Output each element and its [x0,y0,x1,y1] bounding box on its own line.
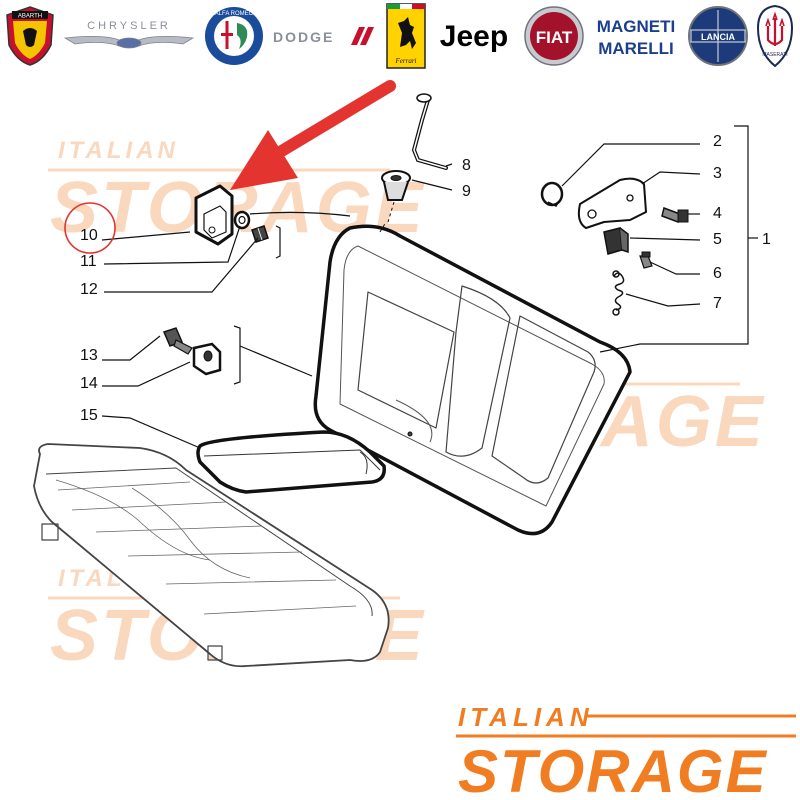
abarth-logo: ABARTH [2,0,58,72]
callout-8: 8 [462,157,471,174]
part-12-screw [251,225,269,243]
alfa-romeo-logo: ALFA ROMEO [202,0,266,72]
part-10-bracket [194,184,234,246]
leader-lines [101,125,758,449]
part-10-highlight-circle [64,202,116,254]
part-8-rod [411,93,448,170]
part-15-armrest [196,430,386,494]
part-2-knob [540,181,564,207]
part-4-bolt [661,207,689,223]
fiat-logo: FIAT [522,0,586,72]
ferrari-logo: Ferrari [384,0,428,72]
brand-logo-strip: ABARTH CHRYSLER ALFA ROMEO DODGE [0,0,800,72]
part-5-clip [603,227,629,255]
alfa-romeo-label: ALFA ROMEO [215,11,254,17]
seat-cushion [33,443,390,668]
part-13-bolt [162,327,193,355]
chrysler-label: CHRYSLER [87,20,171,32]
jeep-label: Jeep [440,20,508,53]
part-11-washer [233,210,251,230]
callout-7: 7 [713,295,722,312]
abarth-label: ABARTH [18,14,42,20]
jeep-logo: Jeep [432,0,516,72]
callout-4: 4 [713,205,722,222]
maserati-label: MASERATI [762,52,787,58]
chrysler-logo: CHRYSLER [62,0,196,72]
seat-backrest [313,221,632,536]
red-pointer-arrow [230,80,396,190]
seat-exploded-diagram: ITALIAN STORAGE ITALIAN STORAGE ITALIAN … [33,80,796,800]
maserati-logo: MASERATI [752,0,798,72]
part-7-spring [612,270,625,316]
callout-9: 9 [462,183,471,200]
assembly-connector-lines [233,211,351,385]
part-14-bumper [192,342,222,376]
ferrari-label: Ferrari [395,57,417,65]
part-3-lever [577,177,647,229]
callout-6: 6 [713,265,722,282]
callout-14: 14 [80,375,98,392]
lancia-label: LANCIA [701,32,735,42]
callout-13: 13 [80,347,98,364]
marelli-label: MARELLI [598,39,674,58]
callout-12: 12 [80,281,98,298]
magneti-label: MAGNETI [597,17,675,36]
callout-2: 2 [713,133,722,150]
callout-10: 10 [80,227,98,244]
magneti-marelli-logo: MAGNETI MARELLI [590,0,682,72]
callout-1: 1 [762,231,771,248]
italian-storage-logo: ITALIAN STORAGE [456,702,796,800]
italian-storage-line2: STORAGE [458,738,768,800]
svg-text:ITALIAN: ITALIAN [58,137,179,164]
italian-storage-line1: ITALIAN [458,702,594,732]
part-6-pin [639,251,653,269]
fiat-label: FIAT [536,28,573,47]
dodge-label: DODGE [273,29,334,45]
lancia-logo: LANCIA [686,0,750,72]
callout-15: 15 [80,407,98,424]
part-9-bushing [381,170,411,201]
dodge-logo: DODGE [270,0,380,72]
callout-3: 3 [713,165,722,182]
callout-5: 5 [713,231,722,248]
callout-11: 11 [80,253,97,270]
